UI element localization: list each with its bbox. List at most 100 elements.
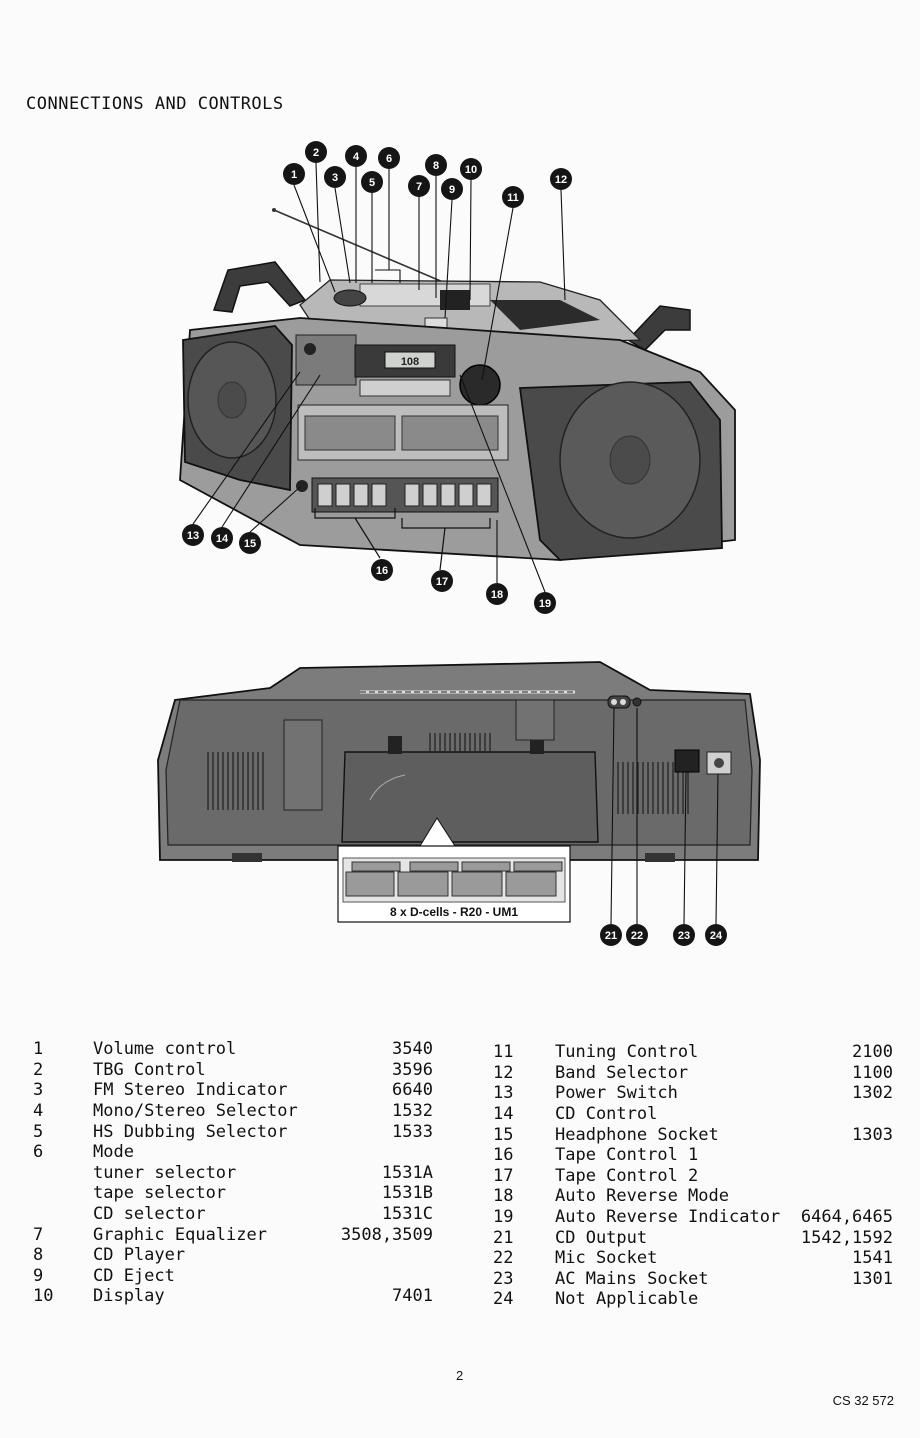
legend-label: tape selector — [92, 1183, 227, 1204]
legend-code: 1531A — [381, 1162, 433, 1183]
legend-code: 1532 — [392, 1101, 433, 1122]
callout-22: 22 — [626, 924, 648, 946]
svg-text:4: 4 — [353, 151, 360, 163]
page-number: 2 — [456, 1368, 464, 1383]
legend-number: 12 — [493, 1062, 514, 1083]
legend-code — [341, 1142, 433, 1163]
callout-18: 18 — [486, 583, 508, 605]
legend-code — [800, 1186, 893, 1207]
callout-2: 2 — [305, 141, 327, 163]
legend-number: 16 — [493, 1145, 514, 1166]
legend-number: 7 — [33, 1224, 44, 1245]
svg-text:18: 18 — [491, 589, 503, 601]
legend-label: Not Applicable — [555, 1289, 699, 1310]
legend-row: tape selector 1531B — [33, 1183, 433, 1204]
legend-number: 6 — [33, 1142, 44, 1163]
legend-number: 8 — [33, 1245, 44, 1266]
callout-3: 3 — [324, 166, 346, 188]
legend-label: Auto Reverse Indicator — [555, 1207, 781, 1228]
legend-number: 2 — [33, 1059, 44, 1080]
legend-number: 23 — [493, 1268, 514, 1289]
legend-code: 3508,3509 — [340, 1224, 433, 1245]
legend-code: 6640 — [392, 1080, 433, 1101]
document-code: CS 32 572 — [832, 1393, 894, 1408]
svg-text:1: 1 — [291, 169, 297, 181]
legend-number: 14 — [493, 1104, 514, 1125]
legend-code: 1531C — [381, 1204, 433, 1225]
svg-text:16: 16 — [376, 565, 388, 577]
legend-label: AC Mains Socket — [555, 1268, 709, 1289]
legend-label: Headphone Socket — [555, 1124, 719, 1145]
legend-code: 2100 — [852, 1042, 893, 1063]
svg-text:6: 6 — [386, 153, 392, 165]
legend-number: 15 — [493, 1124, 514, 1145]
callout-21: 21 — [600, 924, 622, 946]
legend-code: 1303 — [852, 1124, 893, 1145]
svg-text:10: 10 — [465, 164, 477, 176]
battery-caption: 8 x D-cells - R20 - UM1 — [390, 905, 518, 919]
svg-text:17: 17 — [436, 576, 448, 588]
callout-4: 4 — [345, 145, 367, 167]
legend-number: 24 — [493, 1289, 514, 1310]
legend-label: Graphic Equalizer — [92, 1224, 267, 1245]
legend-code — [341, 1266, 433, 1287]
svg-text:11: 11 — [507, 192, 519, 204]
svg-text:2: 2 — [313, 147, 319, 159]
callout-17: 17 — [431, 570, 453, 592]
legend-number: 9 — [33, 1265, 44, 1286]
legend-label: Mono/Stereo Selector — [92, 1101, 298, 1122]
legend-code: 1531B — [381, 1183, 433, 1204]
legend-label: Band Selector — [555, 1062, 689, 1083]
legend-number: 13 — [493, 1083, 514, 1104]
legend-label: HS Dubbing Selector — [92, 1121, 288, 1142]
legend-number: 21 — [493, 1227, 514, 1248]
legend-label: CD Control — [555, 1104, 658, 1125]
legend-code — [341, 1245, 433, 1266]
svg-text:7: 7 — [416, 181, 422, 193]
legend-code — [800, 1145, 893, 1166]
legend-code: 3596 — [392, 1059, 433, 1080]
svg-text:21: 21 — [605, 930, 617, 942]
legend-number: 3 — [33, 1080, 44, 1101]
svg-text:15: 15 — [244, 538, 256, 550]
callout-1: 1 — [283, 163, 305, 185]
legend-row: 2 TBG Control 3596 — [33, 1060, 433, 1081]
legend-label: Mic Socket — [555, 1248, 658, 1269]
callout-9: 9 — [441, 178, 463, 200]
svg-text:13: 13 — [187, 530, 199, 542]
legend-code: 1301 — [852, 1268, 893, 1289]
callout-16: 16 — [371, 559, 393, 581]
svg-text:14: 14 — [216, 533, 229, 545]
svg-text:22: 22 — [631, 930, 643, 942]
legend-number: 10 — [33, 1286, 54, 1307]
legend-number — [33, 1183, 93, 1204]
legend-number: 19 — [493, 1207, 514, 1228]
svg-text:12: 12 — [555, 174, 567, 186]
callout-10: 10 — [460, 158, 482, 180]
rear-callouts: 21 22 23 24 — [600, 924, 727, 946]
legend-label: Volume control — [92, 1039, 237, 1060]
legend-label: TBG Control — [92, 1059, 206, 1080]
svg-text:23: 23 — [678, 930, 690, 942]
legend-code: 1542,1592 — [800, 1227, 893, 1248]
legend-row: 15 Headphone Socket 1303 — [493, 1124, 893, 1145]
legend-label: Display — [92, 1286, 165, 1307]
legend-label: Tape Control 2 — [555, 1165, 699, 1186]
callout-15: 15 — [239, 532, 261, 554]
front-view-illustration: 108 — [179, 162, 736, 593]
callout-24: 24 — [705, 924, 727, 946]
legend-code: 7401 — [392, 1286, 433, 1307]
legend-label: Power Switch — [555, 1083, 678, 1104]
page-title: CONNECTIONS AND CONTROLS — [26, 94, 284, 114]
